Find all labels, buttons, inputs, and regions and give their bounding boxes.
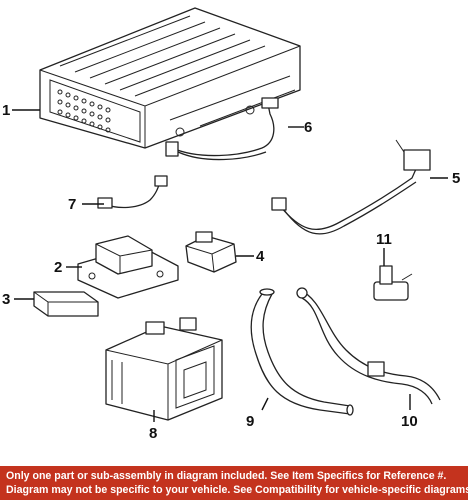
- callout-7: 7: [68, 196, 76, 213]
- harness-part-7: [97, 175, 168, 209]
- hose-part-9: [250, 288, 354, 416]
- harness-part-5: [271, 139, 431, 235]
- callout-9: 9: [246, 413, 254, 430]
- callout-8: 8: [149, 425, 157, 442]
- disclaimer-banner: Only one part or sub-assembly in diagram…: [0, 466, 468, 500]
- hose-part-10: [296, 287, 441, 405]
- bracket-part-2: [77, 235, 179, 299]
- valve-part-11: [373, 265, 413, 301]
- callout-11: 11: [376, 231, 392, 248]
- callout-2: 2: [54, 259, 62, 276]
- sensor-part-3: [33, 291, 99, 317]
- callout-6: 6: [304, 119, 312, 136]
- leader-lines: [12, 109, 448, 422]
- disclaimer-line-2: Diagram may not be specific to your vehi…: [6, 484, 468, 496]
- callout-5: 5: [452, 170, 460, 187]
- callout-10: 10: [401, 413, 418, 430]
- module-part-4: [185, 231, 237, 273]
- callout-4: 4: [256, 248, 265, 265]
- callout-3: 3: [2, 291, 10, 308]
- housing-part-8: [105, 317, 223, 421]
- parts-diagram: 1 6 5 7 2 4 3 11 8 9 10: [2, 7, 460, 442]
- disclaimer-line-1: Only one part or sub-assembly in diagram…: [6, 470, 447, 482]
- callout-1: 1: [2, 102, 10, 119]
- battery-pack-part: [39, 7, 301, 149]
- cable-part-6: [165, 97, 279, 161]
